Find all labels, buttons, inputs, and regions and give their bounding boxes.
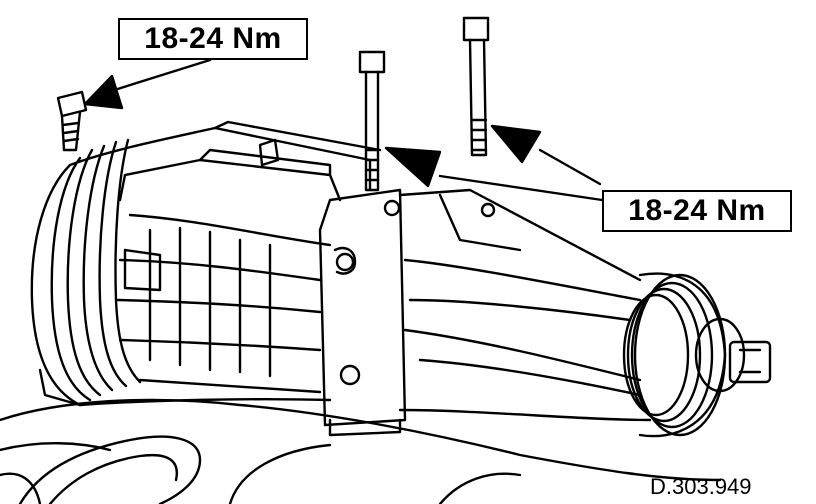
supercharger-housing <box>30 120 652 437</box>
arrow-icon <box>490 124 602 186</box>
bolt-icon <box>358 50 386 192</box>
torque-label-upper-left: 18-24 Nm <box>118 18 308 60</box>
torque-label-right: 18-24 Nm <box>602 190 792 232</box>
engine-block-lines <box>0 398 722 504</box>
pulley <box>622 272 772 438</box>
arrow-icon <box>384 146 604 202</box>
bolt-icon <box>56 90 88 152</box>
arrow-icon <box>83 58 212 110</box>
bolt-icon <box>462 16 490 157</box>
figure-reference-number: D.303.949 <box>650 474 752 499</box>
